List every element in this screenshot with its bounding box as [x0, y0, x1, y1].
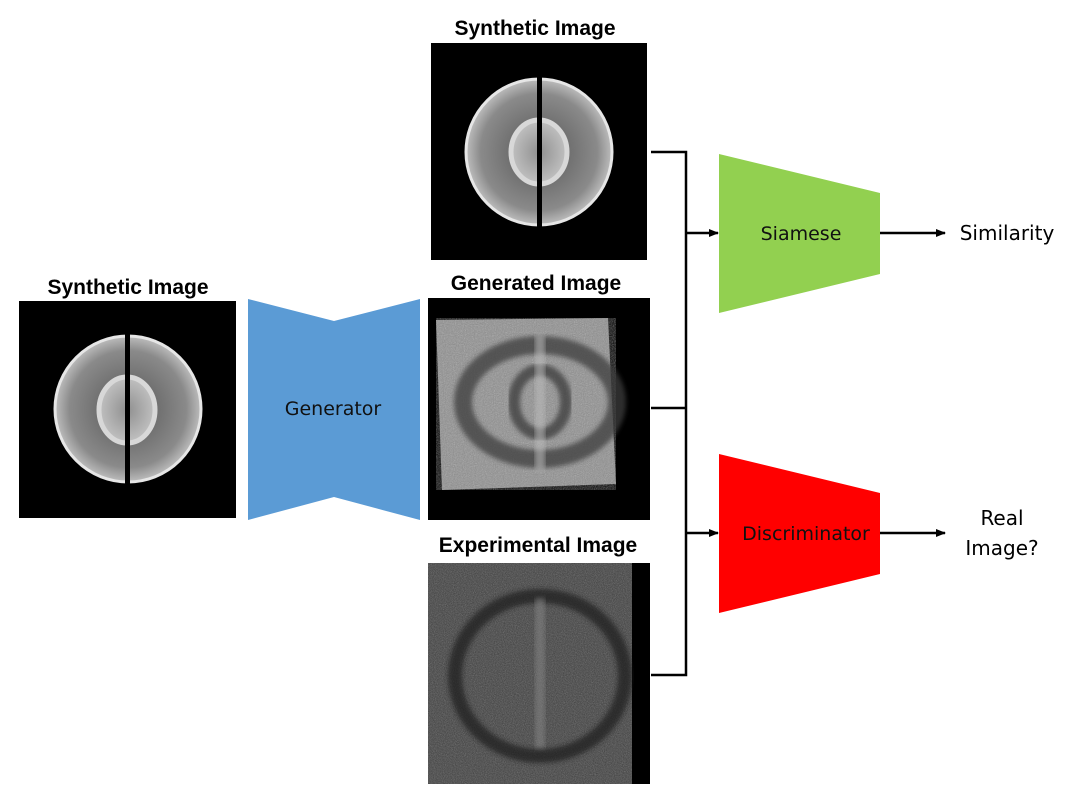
experimental-image [428, 563, 650, 784]
input-synthetic-image [19, 301, 236, 518]
generator-label: Generator [285, 398, 382, 420]
experimental-caption: Experimental Image [439, 534, 637, 557]
generator-block [248, 299, 420, 520]
top-synthetic-caption: Synthetic Image [454, 17, 615, 40]
siamese-block [719, 154, 880, 313]
discriminator-block [719, 454, 880, 613]
real-image-output-line1: Real [980, 506, 1023, 530]
connector-lines [651, 150, 946, 677]
siamese-label: Siamese [761, 223, 842, 245]
real-image-output-line2: Image? [965, 536, 1038, 560]
input-synthetic-caption: Synthetic Image [47, 276, 208, 299]
generated-caption: Generated Image [451, 272, 621, 295]
top-synthetic-image [431, 43, 647, 260]
bus-line [651, 150, 688, 677]
discriminator-label: Discriminator [742, 523, 870, 545]
generated-image [428, 298, 650, 520]
similarity-output-label: Similarity [960, 221, 1055, 245]
